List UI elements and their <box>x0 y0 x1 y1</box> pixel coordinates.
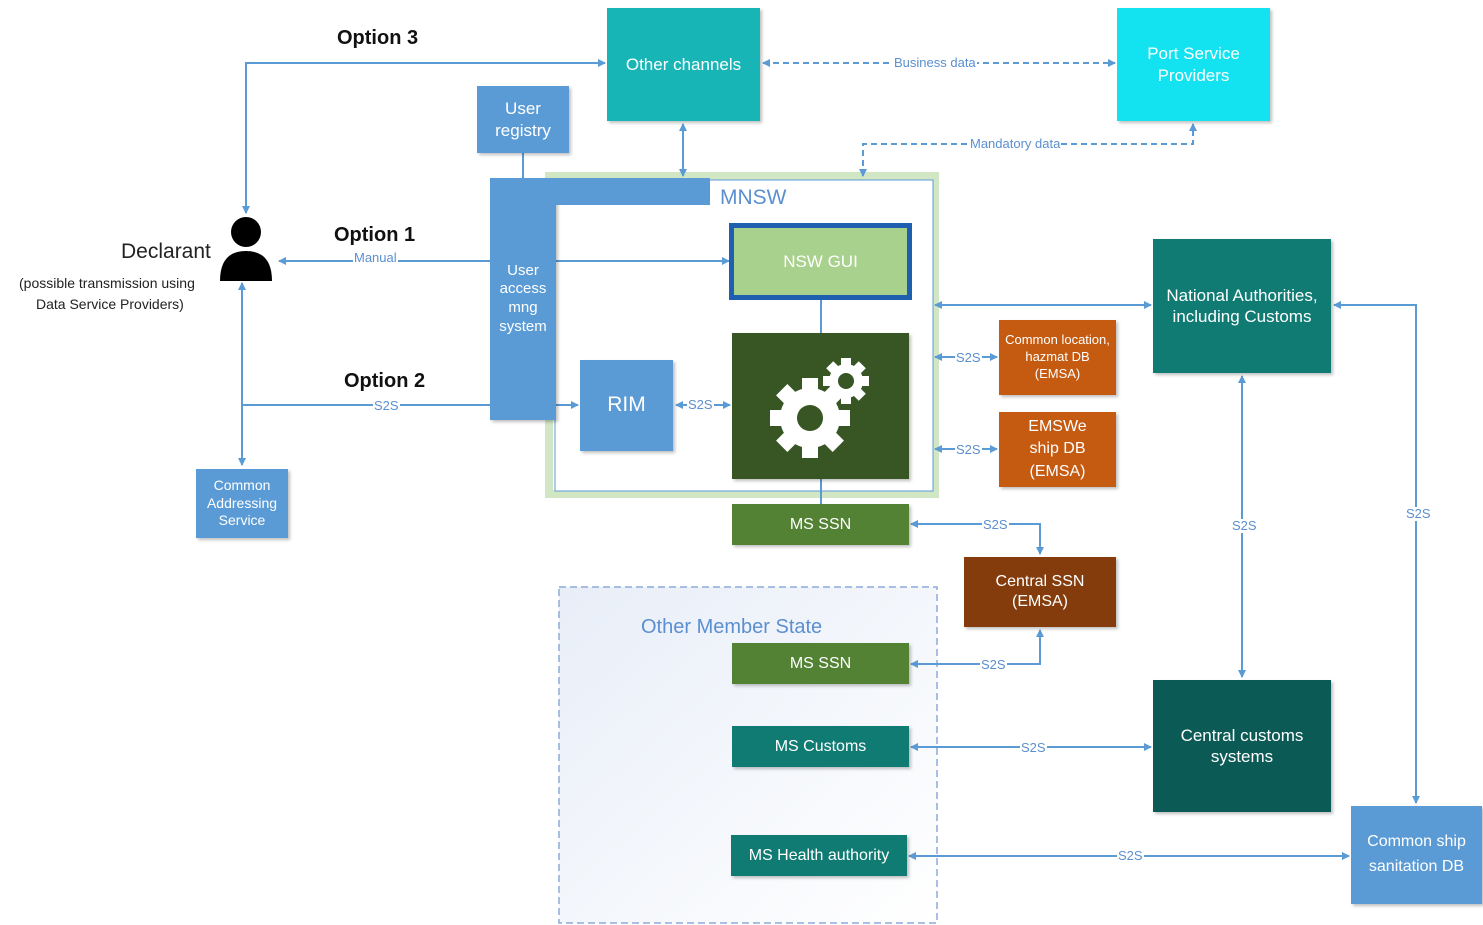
person-icon <box>220 217 272 281</box>
rim-label: RIM <box>607 393 646 417</box>
rim-box[interactable]: RIM <box>580 360 673 451</box>
national-authorities-label: National Authorities, including Customs <box>1166 285 1318 326</box>
user-registry-label: User registry <box>495 99 551 140</box>
option1-label: Option 1 <box>334 224 416 246</box>
emswe-ship-db-box[interactable]: EMSWe ship DB (EMSA) <box>999 412 1116 487</box>
gears-icon <box>770 358 869 458</box>
common-addressing-box[interactable]: Common Addressing Service <box>196 469 288 538</box>
mnsw-title: MNSW <box>720 186 787 209</box>
port-service-providers-label: Port Service Providers <box>1147 44 1240 85</box>
option2-label: Option 2 <box>344 370 426 392</box>
common-location-box[interactable]: Common location, hazmat DB (EMSA) <box>999 320 1116 395</box>
declarant-note-line1: (possible transmission using <box>19 275 195 291</box>
central-ssn-box[interactable]: Central SSN (EMSA) <box>964 557 1116 627</box>
common-ship-sanitation-box[interactable]: Common ship sanitation DB <box>1351 806 1482 904</box>
ms-health-box[interactable]: MS Health authority <box>731 835 907 876</box>
central-customs-box[interactable]: Central customs systems <box>1153 680 1331 812</box>
s2s-label-ms-ssn: S2S <box>982 517 1009 532</box>
s2s-label-health: S2S <box>1117 848 1144 863</box>
s2s-label-common-location: S2S <box>955 350 982 365</box>
oms-ms-ssn-label: MS SSN <box>789 654 852 672</box>
other-channels-box[interactable]: Other channels <box>607 8 760 121</box>
declarant-note-line2: Data Service Providers) <box>36 296 184 312</box>
other-channels-label: Other channels <box>625 54 742 74</box>
manual-label: Manual <box>353 250 398 265</box>
ms-ssn-box[interactable]: MS SSN <box>732 504 909 545</box>
s2s-label-national-sanitation: S2S <box>1405 506 1432 521</box>
user-access-top-bar <box>556 178 710 205</box>
nsw-gui-label: NSW GUI <box>783 251 858 271</box>
engine-box <box>732 333 909 479</box>
business-data-label: Business data <box>893 55 977 70</box>
oms-ms-ssn-box[interactable]: MS SSN <box>732 643 909 684</box>
port-service-providers-box[interactable]: Port Service Providers <box>1117 8 1270 121</box>
other-member-state-title: Other Member State <box>641 616 823 638</box>
common-ship-sanitation-label: Common ship sanitation DB <box>1367 833 1466 875</box>
common-location-label: Common location, hazmat DB (EMSA) <box>1005 332 1110 381</box>
s2s-label-rim: S2S <box>687 397 714 412</box>
s2s-label-oms-ssn: S2S <box>980 657 1007 672</box>
ms-customs-box[interactable]: MS Customs <box>732 726 909 767</box>
central-ssn-label: Central SSN (EMSA) <box>995 573 1085 610</box>
s2s-label-national-central: S2S <box>1231 518 1258 533</box>
s2s-label-option2: S2S <box>373 398 400 413</box>
user-access-box[interactable]: User access mng system <box>490 178 556 420</box>
mandatory-data-label: Mandatory data <box>969 136 1062 151</box>
ms-health-label: MS Health authority <box>748 846 890 864</box>
ms-ssn-label: MS SSN <box>789 515 852 533</box>
declarant-title: Declarant <box>121 240 211 263</box>
s2s-label-customs: S2S <box>1020 740 1047 755</box>
emswe-ship-db-label: EMSWe ship DB (EMSA) <box>1028 417 1087 480</box>
option3-label: Option 3 <box>337 27 419 49</box>
common-addressing-label: Common Addressing Service <box>206 477 278 529</box>
user-access-label: User access mng system <box>499 261 547 335</box>
ms-customs-label: MS Customs <box>774 737 867 755</box>
national-authorities-box[interactable]: National Authorities, including Customs <box>1153 239 1331 373</box>
central-customs-label: Central customs systems <box>1180 725 1304 766</box>
user-registry-box[interactable]: User registry <box>477 86 569 153</box>
s2s-label-emswe: S2S <box>955 442 982 457</box>
nsw-gui-box[interactable]: NSW GUI <box>729 223 912 300</box>
